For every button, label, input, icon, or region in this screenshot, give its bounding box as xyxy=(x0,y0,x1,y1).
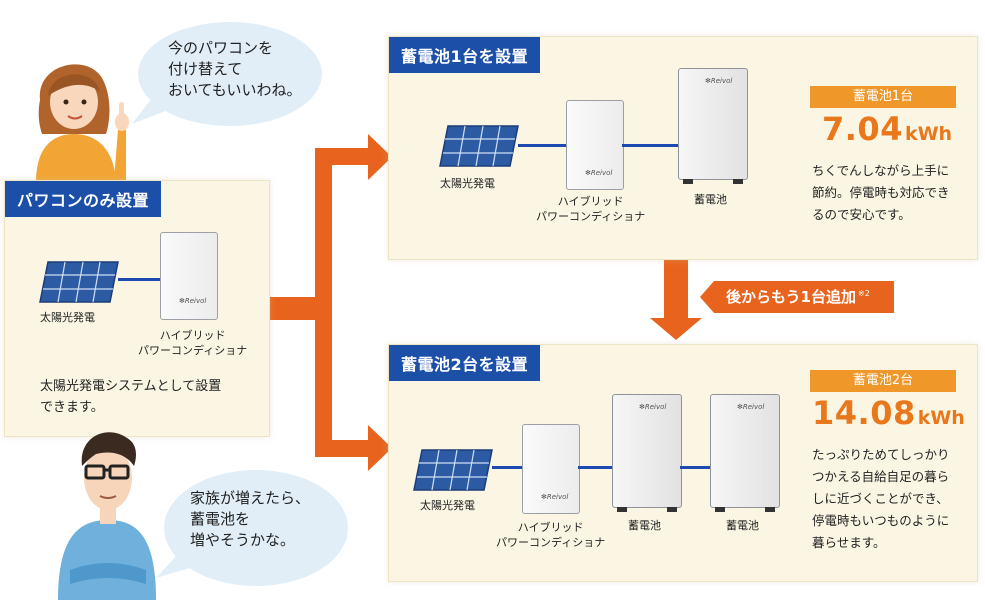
hybrid-label: ハイブリッド パワーコンディショナ xyxy=(138,329,248,357)
battery-label: 蓄電池 xyxy=(694,193,727,206)
add-label-arrow xyxy=(700,281,894,313)
capacity-tag: 蓄電池2台 xyxy=(810,370,956,392)
solar-panel-icon xyxy=(413,449,493,491)
bottom-panel-title: 蓄電池2台を設置 xyxy=(389,345,541,381)
battery-label: 蓄電池 xyxy=(628,519,661,532)
hybrid-label: ハイブリッド パワーコンディショナ xyxy=(496,521,606,549)
solar-label: 太陽光発電 xyxy=(440,177,495,190)
battery-icon: ✻Reivol xyxy=(710,394,780,512)
solar-panel-icon xyxy=(439,125,519,167)
left-panel: パワコンのみ設置 xyxy=(4,180,270,437)
footnote-mark: ※2 xyxy=(858,289,870,298)
hybrid-power-conditioner-icon: ✻Reivol xyxy=(566,100,624,190)
left-panel-description: 太陽光発電システムとして設置 できます。 xyxy=(40,379,222,415)
wire xyxy=(118,278,162,281)
man-bubble-text: 家族が増えたら、 蓄電池を 増やそうかな。 xyxy=(190,489,311,549)
top-panel-title: 蓄電池1台を設置 xyxy=(389,37,541,73)
man-illustration xyxy=(58,432,156,600)
woman-illustration xyxy=(36,64,129,182)
battery-label: 蓄電池 xyxy=(726,519,759,532)
capacity-tag: 蓄電池1台 xyxy=(810,86,956,108)
solar-panel-icon xyxy=(39,261,119,303)
down-arrow xyxy=(650,256,702,340)
add-battery-label: 後からもう1台追加※2 xyxy=(726,288,870,306)
battery-icon: ✻Reivol xyxy=(678,68,748,184)
solar-label: 太陽光発電 xyxy=(420,499,475,512)
woman-bubble-text: 今のパワコンを 付け替えて おいてもいいわね。 xyxy=(168,39,302,99)
woman-speech-bubble xyxy=(132,22,322,126)
branch-arrow xyxy=(268,134,392,471)
capacity-description: たっぷりためてしっかり つかえる自給自足の暮ら しに近づくことができ、 停電時も… xyxy=(812,447,950,550)
battery-icon: ✻Reivol xyxy=(612,394,682,512)
wire xyxy=(518,144,568,147)
hybrid-power-conditioner-icon: ✻Reivol xyxy=(160,232,218,320)
hybrid-label: ハイブリッド パワーコンディショナ xyxy=(536,195,646,223)
wire xyxy=(492,466,524,469)
hybrid-power-conditioner-icon: ✻Reivol xyxy=(522,424,580,514)
left-panel-title: パワコンのみ設置 xyxy=(5,181,162,217)
man-speech-bubble xyxy=(156,470,348,586)
capacity-description: ちくでんしながら上手に 節約。停電時も対応でき るので安心です。 xyxy=(812,163,950,222)
wire xyxy=(622,144,680,147)
wire xyxy=(578,466,614,469)
solar-label: 太陽光発電 xyxy=(40,311,95,324)
wire xyxy=(680,466,712,469)
